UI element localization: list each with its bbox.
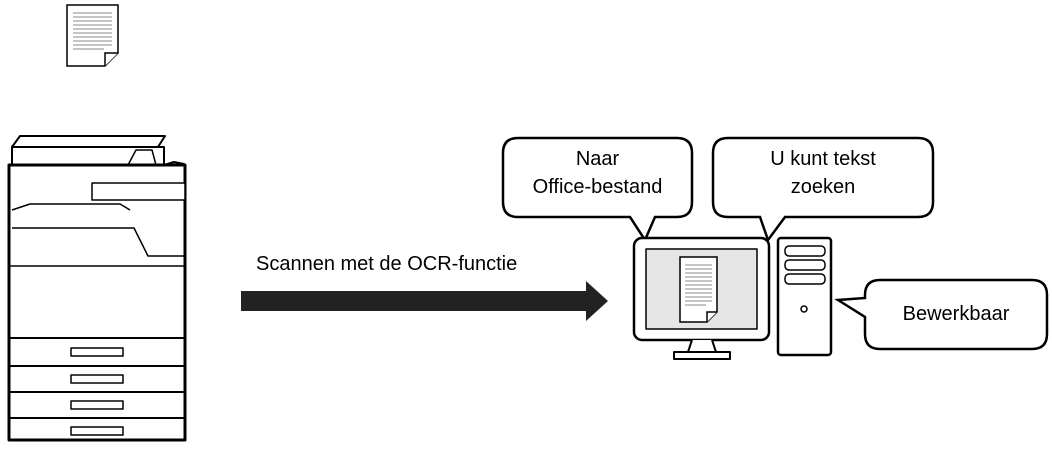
pc-tower-icon [776,236,833,357]
speech-bubble-search [711,136,935,243]
bubble-office-line2: Office-bestand [532,176,663,198]
speech-bubble-office [501,136,694,243]
screen-document-icon [679,256,718,323]
bubble-search-line1: U kunt tekst [770,148,876,170]
arrow-label: Scannen met de OCR-functie [256,253,518,275]
document-icon [66,4,119,67]
scan-arrow [241,281,608,321]
multifunction-printer-icon [7,135,187,442]
bubble-edit-text: Bewerkbaar [902,303,1010,325]
speech-bubble-edit [834,278,1049,351]
bubble-search-line2: zoeken [790,176,856,198]
bubble-office-line1: Naar [575,148,620,170]
